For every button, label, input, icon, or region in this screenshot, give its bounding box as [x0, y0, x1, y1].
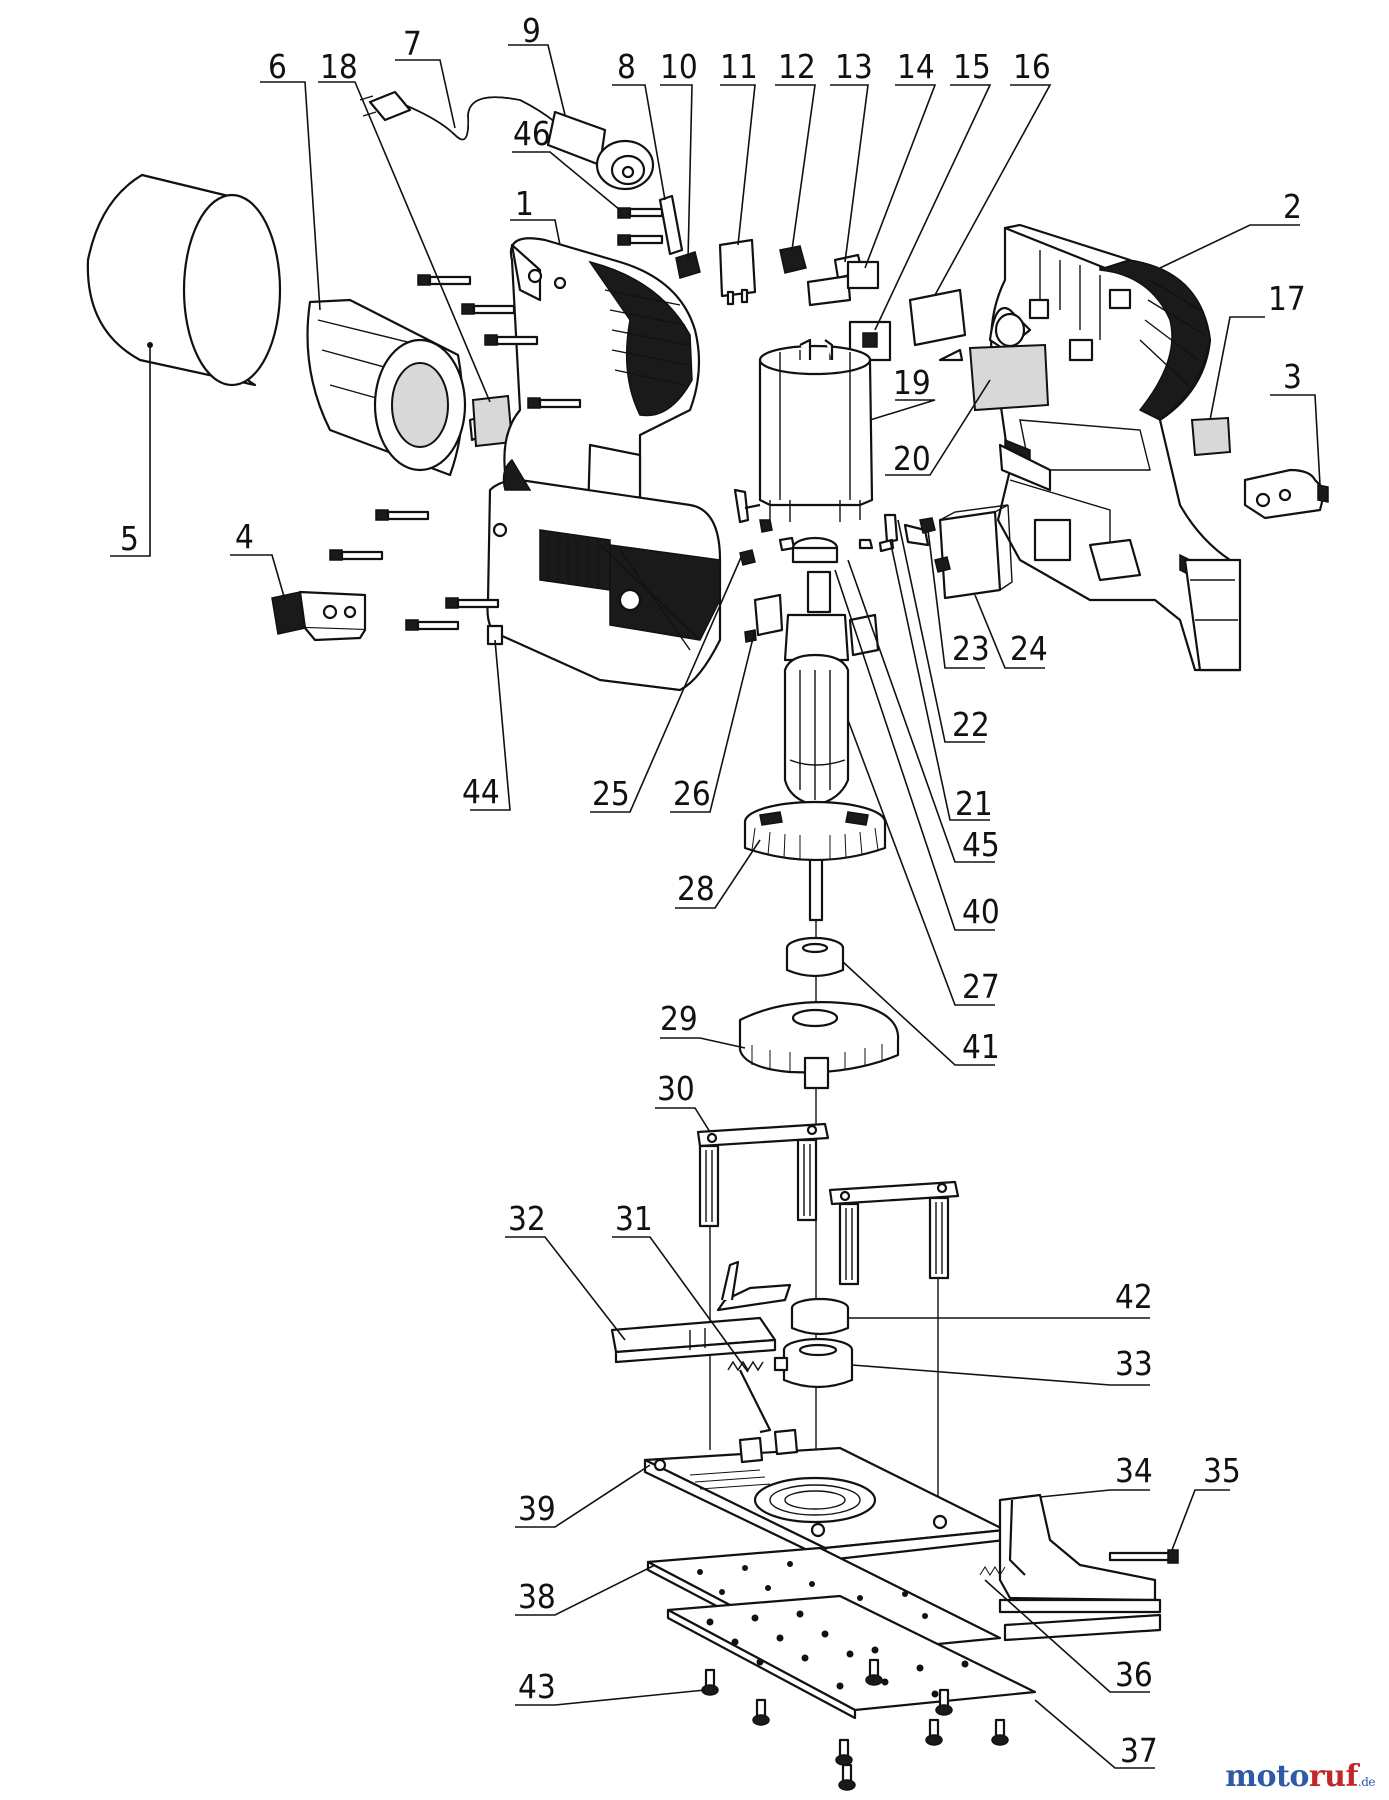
- callout-43: 43: [518, 1667, 556, 1706]
- callout-3: 3: [1283, 357, 1302, 396]
- callout-37: 37: [1120, 1731, 1158, 1770]
- label-20: [968, 343, 1050, 412]
- callout-34: 34: [1115, 1451, 1153, 1490]
- callout-27: 27: [962, 967, 1000, 1006]
- callout-2: 2: [1283, 187, 1302, 226]
- clamp-rod: [1108, 1549, 1179, 1564]
- callout-33: 33: [1115, 1344, 1153, 1383]
- cord-clamp: [1243, 468, 1329, 520]
- base-plate: [643, 1428, 1007, 1562]
- callout-23: 23: [952, 629, 990, 668]
- callout-6: 6: [268, 47, 287, 86]
- bearing-41: [785, 936, 845, 978]
- callout-22: 22: [952, 705, 990, 744]
- watermark-logo: motoruf.de: [1225, 1759, 1375, 1794]
- callout-32: 32: [508, 1199, 546, 1238]
- callout-29: 29: [660, 999, 698, 1038]
- callout-24: 24: [1010, 629, 1048, 668]
- perforated-plate: [666, 1594, 1037, 1720]
- watermark-part1: moto: [1225, 1759, 1309, 1794]
- callout-31: 31: [615, 1199, 653, 1238]
- callout-7: 7: [403, 24, 422, 63]
- callout-16: 16: [1013, 47, 1051, 86]
- callout-17: 17: [1268, 279, 1306, 318]
- callout-12: 12: [778, 47, 816, 86]
- callout-30: 30: [657, 1069, 695, 1108]
- callout-4: 4: [235, 517, 254, 556]
- callout-46: 46: [513, 114, 551, 153]
- callout-labels: 1 2 3 4 5 6 7 8 9 10 11 12 13 14 15 16 1…: [120, 11, 1306, 1770]
- dust-bag: [86, 173, 282, 387]
- callout-19: 19: [893, 363, 931, 402]
- callout-40: 40: [962, 892, 1000, 931]
- switch-box: [938, 504, 1013, 600]
- callout-38: 38: [518, 1577, 556, 1616]
- fan: [743, 800, 887, 862]
- callout-13: 13: [835, 47, 873, 86]
- callout-5: 5: [120, 519, 139, 558]
- callout-28: 28: [677, 869, 715, 908]
- spring: [727, 1360, 772, 1434]
- callout-1: 1: [515, 184, 534, 223]
- bearing-42: [790, 1297, 850, 1336]
- watermark-part2: ruf: [1308, 1759, 1359, 1794]
- callout-36: 36: [1115, 1655, 1153, 1694]
- callout-8: 8: [617, 47, 636, 86]
- callout-26: 26: [673, 774, 711, 813]
- label-17: [1190, 416, 1232, 457]
- power-cord: [359, 90, 655, 191]
- callout-20: 20: [893, 439, 931, 478]
- callout-39: 39: [518, 1489, 556, 1528]
- leader-lines: [110, 44, 1321, 1769]
- paper-clamp-front: [610, 1260, 792, 1364]
- callout-10: 10: [660, 47, 698, 86]
- callout-42: 42: [1115, 1277, 1153, 1316]
- callout-15: 15: [953, 47, 991, 86]
- housing-right: [988, 223, 1242, 672]
- guide-plates: [696, 1122, 960, 1510]
- callout-14: 14: [897, 47, 935, 86]
- paper-clamp-rear: [979, 1493, 1162, 1642]
- callout-45: 45: [962, 825, 1000, 864]
- armature: [783, 536, 850, 1500]
- callout-11: 11: [720, 47, 758, 86]
- eccentric-counterweight: [738, 1001, 900, 1090]
- stator: [758, 338, 874, 522]
- callout-41: 41: [962, 1027, 1000, 1066]
- callout-21: 21: [955, 784, 993, 823]
- switch-parts: [658, 194, 967, 362]
- callout-9: 9: [522, 11, 541, 50]
- watermark-part3: .de: [1357, 1775, 1376, 1789]
- callout-25: 25: [592, 774, 630, 813]
- screws-46: [617, 207, 664, 246]
- housing-screws-left: [329, 274, 582, 646]
- housing-left: [486, 237, 722, 692]
- callout-35: 35: [1203, 1451, 1241, 1490]
- switch-lever: [271, 590, 367, 642]
- bearing-holder-33: [773, 1337, 854, 1389]
- callout-18: 18: [320, 47, 358, 86]
- callout-44: 44: [462, 772, 500, 811]
- screws-43: [701, 1658, 1009, 1791]
- dust-adapter: [306, 298, 510, 477]
